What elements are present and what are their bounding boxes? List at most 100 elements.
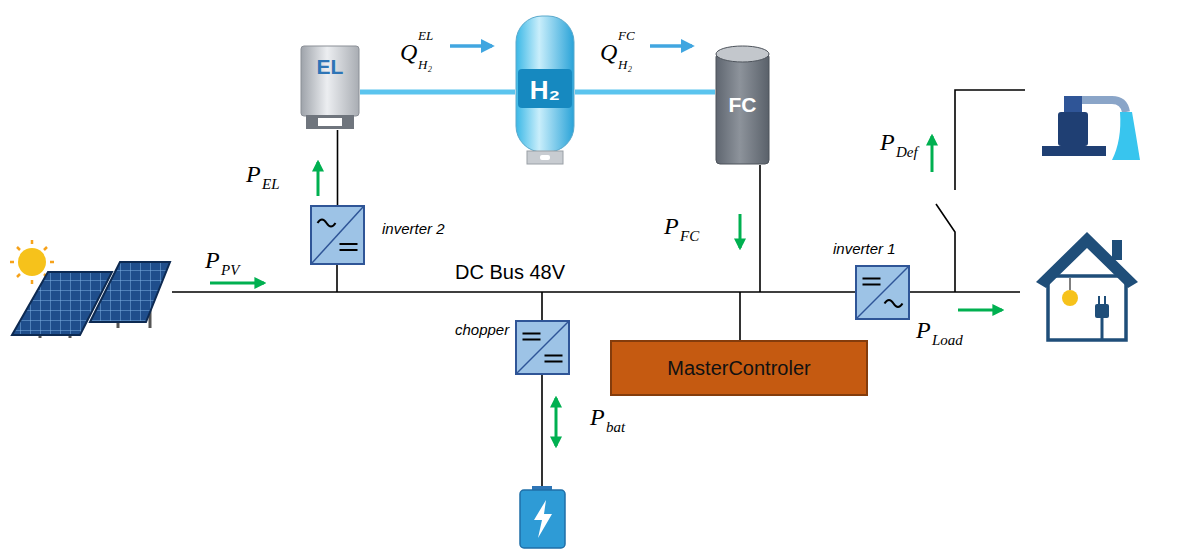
fuel-cell: FC — [715, 45, 770, 165]
subscript: bat — [606, 420, 625, 435]
wire — [336, 265, 338, 292]
electrolyzer-body — [301, 46, 359, 116]
battery-body — [520, 490, 565, 548]
bulb-cord — [1069, 278, 1071, 290]
chopper: chopper — [515, 320, 570, 375]
power-arrows — [210, 136, 1002, 446]
pv-panels — [10, 240, 170, 338]
power-symbol: P — [590, 405, 605, 429]
subscript: PV — [221, 263, 239, 278]
plug-cable — [1101, 318, 1104, 340]
tank-band — [518, 69, 572, 108]
wire — [759, 165, 761, 292]
fuel-cell-top — [716, 46, 769, 62]
subscript: EL — [262, 177, 280, 192]
tank-valve — [540, 155, 550, 160]
converter-diagonal — [312, 207, 363, 263]
pump-head — [1064, 96, 1082, 112]
dc-symbol — [863, 279, 881, 285]
master-controller: MasterControler — [610, 340, 868, 396]
chopper-shape — [515, 320, 570, 375]
superscript: FC — [618, 29, 635, 42]
house — [1036, 232, 1138, 340]
subscript: H₂ — [418, 58, 432, 71]
battery — [520, 486, 565, 548]
house-wall — [1048, 276, 1126, 340]
hydrogen-tank-shape — [515, 15, 575, 165]
wires — [172, 90, 1025, 490]
power-symbol: P — [664, 214, 679, 238]
superscript: EL — [418, 29, 433, 42]
power-arrow — [931, 136, 934, 172]
pump-base — [1042, 146, 1106, 156]
hydrogen-pipe — [575, 90, 715, 95]
electrolyzer-shape — [300, 45, 360, 130]
power-symbol: P — [246, 162, 261, 186]
plug — [1095, 304, 1109, 318]
power-symbol: P — [205, 248, 220, 272]
converter-box — [856, 266, 909, 319]
inverter: inverter 2 — [310, 205, 365, 265]
power-symbol: P — [916, 318, 931, 342]
light-bulb — [1062, 290, 1078, 306]
fuel-cell-shape — [715, 45, 770, 165]
inverter-shape — [855, 265, 910, 320]
dc-bus-line — [172, 291, 1020, 293]
flow-arrow — [650, 44, 692, 48]
inverter: inverter 1 — [855, 265, 910, 320]
hydrogen-tank: H₂ — [515, 15, 575, 165]
hydrogen-pipe — [360, 90, 515, 95]
subscript: Def — [896, 145, 918, 160]
power-arrow — [210, 282, 264, 285]
dc-symbol — [523, 334, 541, 340]
inverter-shape — [310, 205, 365, 265]
electrolyzer-base — [306, 115, 354, 129]
wire — [739, 292, 741, 340]
pump-pipe — [1075, 100, 1126, 112]
master-controller-shape — [610, 340, 868, 396]
flow-arrows — [450, 44, 692, 48]
bus-name: DC Bus 48V — [455, 262, 565, 282]
converter-box — [516, 321, 569, 374]
dc-symbol — [545, 356, 563, 362]
lightning — [534, 500, 552, 538]
solar-panel — [12, 272, 112, 335]
ac-symbol — [318, 220, 336, 227]
solar-panel — [90, 262, 170, 322]
wire — [541, 292, 543, 490]
node-label: MasterControler — [667, 357, 810, 379]
ac-symbol — [885, 300, 903, 307]
electrolyzer-slot — [318, 118, 342, 126]
tank-body — [516, 16, 574, 152]
node-label: FC — [729, 93, 757, 116]
subscript: H₂ — [618, 58, 632, 71]
flow-symbol: Q — [600, 40, 617, 64]
sun-disc — [18, 248, 46, 276]
fuel-cell-body — [716, 53, 769, 164]
chimney — [1112, 240, 1122, 260]
controller-box — [611, 341, 867, 395]
power-arrow — [739, 214, 742, 248]
switch-blade — [936, 204, 955, 292]
power-arrow — [317, 162, 320, 196]
converter-label: chopper — [455, 322, 509, 339]
converter-label: inverter 2 — [382, 221, 445, 238]
plug-pins — [1099, 296, 1105, 304]
converter-box — [311, 206, 364, 264]
wire — [337, 130, 339, 205]
dc-symbol — [340, 244, 358, 250]
converter-diagonal — [517, 322, 568, 373]
water-pump — [1042, 96, 1140, 160]
power-symbol: P — [880, 130, 895, 154]
flow-arrow — [450, 44, 492, 48]
electrolyzer: EL — [300, 45, 360, 130]
flow-symbol: Q — [400, 40, 417, 64]
converter-diagonal — [857, 267, 908, 318]
water-flow — [1112, 112, 1140, 160]
node-label: EL — [317, 55, 344, 78]
power-arrow — [958, 309, 1002, 312]
